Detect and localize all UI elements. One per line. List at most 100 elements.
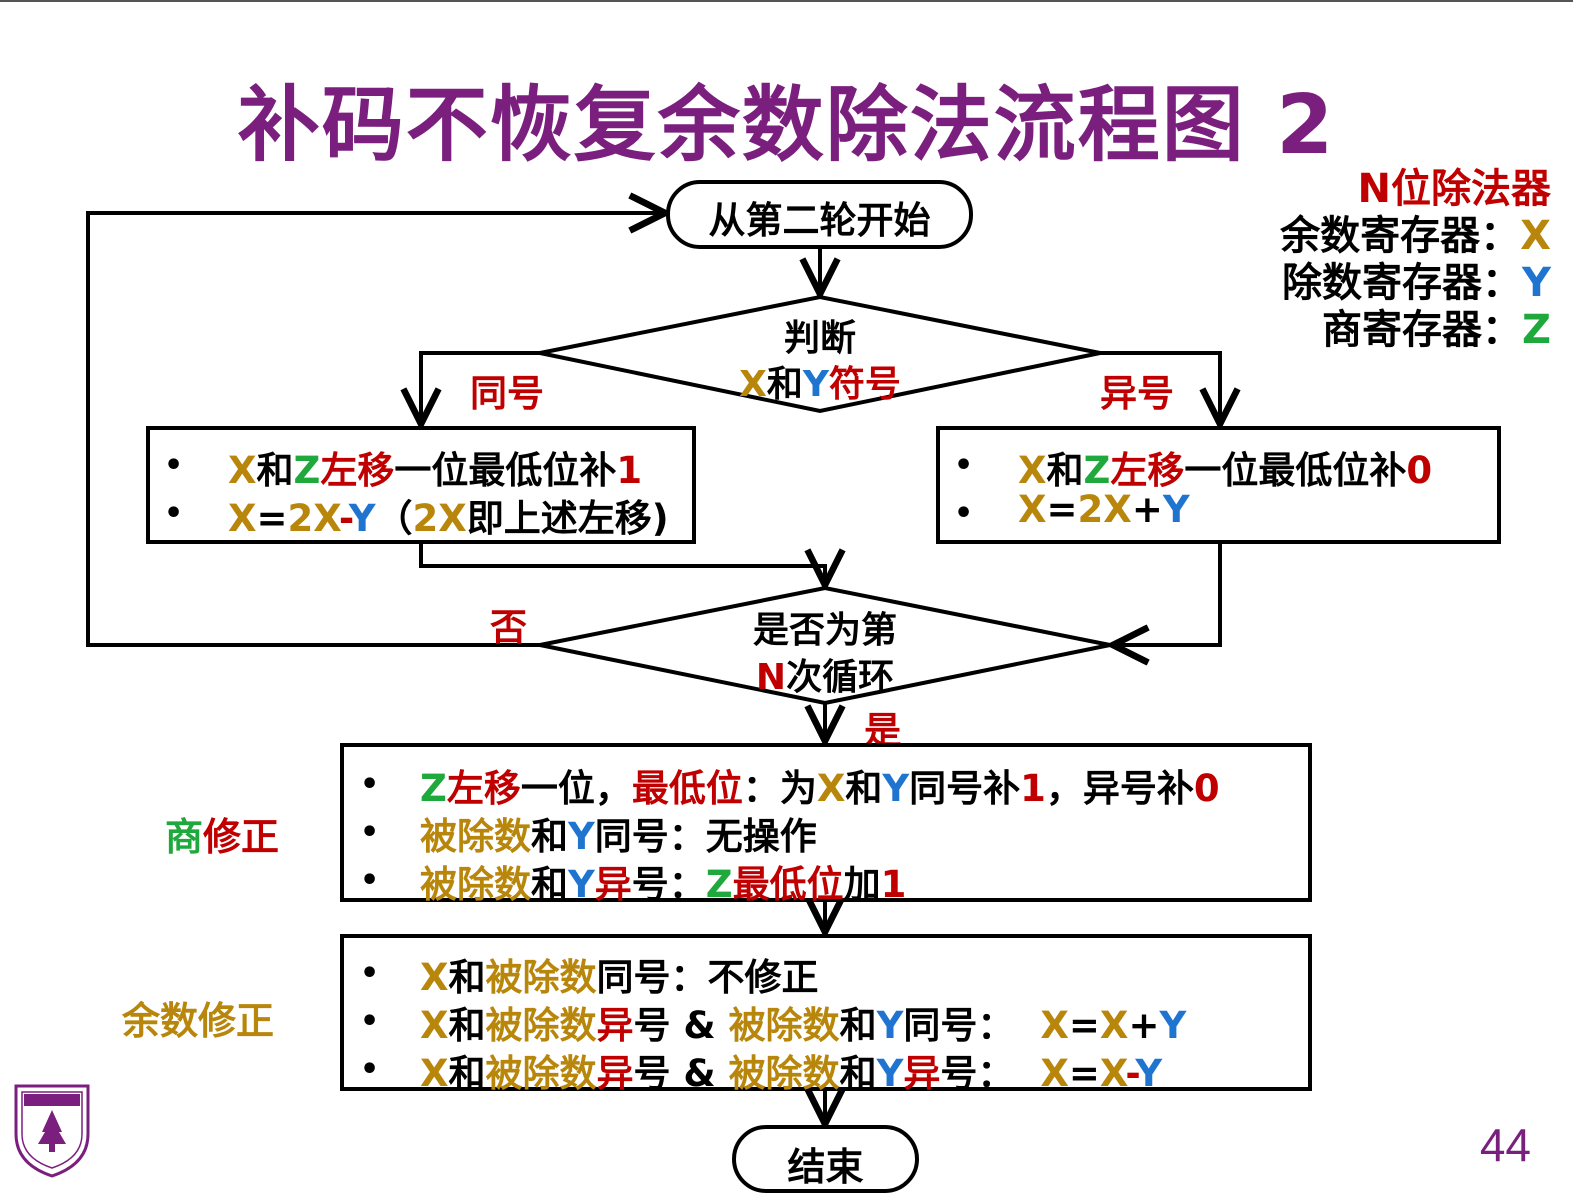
page-number: 44: [1479, 1119, 1531, 1171]
reg-x: X: [1040, 1052, 1069, 1095]
text: 被除数: [420, 863, 531, 906]
reg-y: Y: [802, 364, 829, 405]
legend-reg: Y: [1522, 260, 1551, 306]
text: 1: [1020, 767, 1046, 810]
text: 同号：: [903, 1004, 1015, 1047]
text: 异: [594, 863, 632, 906]
start-label: 从第二轮开始: [708, 199, 931, 242]
remainder-row-2: X和被除数异号 & 被除数和Y同号：X=X+Y: [420, 995, 1186, 1049]
remainder-fix-box: • X和被除数同号：不修正 • X和被除数异号 & 被除数和Y同号：X=X+Y …: [340, 934, 1312, 1095]
quotient-row-3: 被除数和Y异号：Z最低位加1: [420, 854, 906, 908]
reg-y: Y: [1162, 488, 1190, 531]
quotient-row-2: 被除数和Y同号：无操作: [420, 806, 817, 860]
bullet: •: [164, 448, 184, 483]
text: 异: [903, 1052, 941, 1095]
bullet: •: [360, 863, 380, 898]
reg-x: X: [420, 1004, 449, 1047]
left-row-1: X和Z左移一位最低位补1: [228, 440, 642, 494]
same-sign-label: 同号: [470, 372, 544, 415]
text: 左移: [320, 449, 395, 492]
text: 左移: [446, 767, 521, 810]
text: 和: [448, 956, 486, 999]
text: 同号：无操作: [594, 815, 817, 858]
reg-x: X: [739, 364, 767, 405]
text: =: [256, 497, 288, 540]
reg-x: X: [228, 449, 257, 492]
bullet: •: [360, 956, 380, 991]
text: 和: [448, 1004, 486, 1047]
text: 号 &: [633, 1052, 729, 1095]
legend-reg: X: [1520, 213, 1551, 259]
bullet: •: [360, 1052, 380, 1087]
reg-y: Y: [876, 1004, 904, 1047]
text: 被除数: [728, 1004, 840, 1047]
reg-x: X: [1040, 1004, 1069, 1047]
remainder-row-3: X和被除数异号 & 被除数和Y异号：X=X-Y: [420, 1043, 1162, 1097]
text: 2X: [287, 497, 339, 540]
text: （: [375, 497, 413, 540]
text: 2X: [412, 497, 467, 540]
decision-loop-line1: 是否为第: [752, 610, 897, 651]
no-label: 否: [490, 606, 527, 649]
text: 一位最低位补: [1184, 449, 1407, 492]
text: 修正: [203, 815, 280, 859]
right-process-box: • X和Z左移一位最低位补0 • X=2X+Y: [936, 426, 1501, 544]
page-title: 补码不恢复余数除法流程图 2: [237, 78, 1336, 173]
text: 2X: [1077, 488, 1132, 531]
text: =: [1046, 488, 1078, 531]
text: N: [755, 657, 787, 698]
text: 和: [766, 364, 803, 405]
reg-y: Y: [348, 497, 376, 540]
remainder-fix-label: 余数修正: [122, 999, 275, 1043]
text: 最低位: [631, 767, 743, 810]
legend-label: 商寄存器：: [1321, 307, 1522, 353]
reg-x: X: [420, 956, 449, 999]
university-logo-icon: [14, 1084, 90, 1178]
text: 一位最低位补: [394, 449, 617, 492]
legend-row-remainder: 余数寄存器：X: [1280, 213, 1551, 260]
decision-loop-line2: N次循环: [725, 648, 925, 700]
text: 0: [1193, 767, 1220, 810]
reg-x: X: [1018, 449, 1047, 492]
reg-z: Z: [705, 863, 733, 906]
quotient-row-1: Z左移一位，最低位：为X和Y同号补1，异号补0: [420, 758, 1220, 812]
bullet: •: [360, 815, 380, 850]
decision-sign-line1: 判断: [783, 318, 856, 359]
text: 被除数: [485, 956, 597, 999]
legend: N位除法器 余数寄存器：X 除数寄存器：Y 商寄存器：Z: [1280, 166, 1551, 354]
reg-x: X: [816, 767, 846, 810]
bullet: •: [360, 767, 380, 802]
reg-z: Z: [420, 767, 447, 810]
text: =: [1068, 1052, 1100, 1095]
text: 和: [531, 815, 568, 858]
diff-sign-label: 异号: [1100, 372, 1174, 415]
reg-y: Y: [882, 767, 910, 810]
decision-sign-line2: X和Y符号: [720, 355, 920, 407]
text: 最低位: [732, 863, 844, 906]
text: 异: [596, 1004, 634, 1047]
text: -: [338, 497, 349, 540]
text: 符号: [828, 364, 901, 405]
text: 号：: [940, 1052, 1015, 1095]
text: =: [1068, 1004, 1100, 1047]
legend-reg: Z: [1521, 307, 1551, 353]
text: 和: [839, 1052, 877, 1095]
text: 同号：不修正: [596, 956, 819, 999]
left-process-box: • X和Z左移一位最低位补1 • X=2X-Y（2X即上述左移): [146, 426, 696, 544]
text: 被除数: [420, 815, 531, 858]
text: 和: [448, 1052, 486, 1095]
reg-y: Y: [568, 815, 595, 858]
reg-z: Z: [293, 449, 321, 492]
reg-x: X: [1099, 1052, 1126, 1095]
legend-heading: N位除法器: [1357, 166, 1551, 212]
text: 0: [1406, 449, 1433, 492]
text: 加: [843, 863, 881, 906]
right-row-2: X=2X+Y: [1018, 488, 1190, 531]
quotient-fix-label: 商修正: [165, 806, 279, 861]
text: 和: [256, 449, 294, 492]
text: 1: [880, 863, 907, 906]
text: 即上述左移): [466, 497, 669, 540]
text: 商: [165, 815, 204, 859]
text: 一位，: [520, 767, 632, 810]
